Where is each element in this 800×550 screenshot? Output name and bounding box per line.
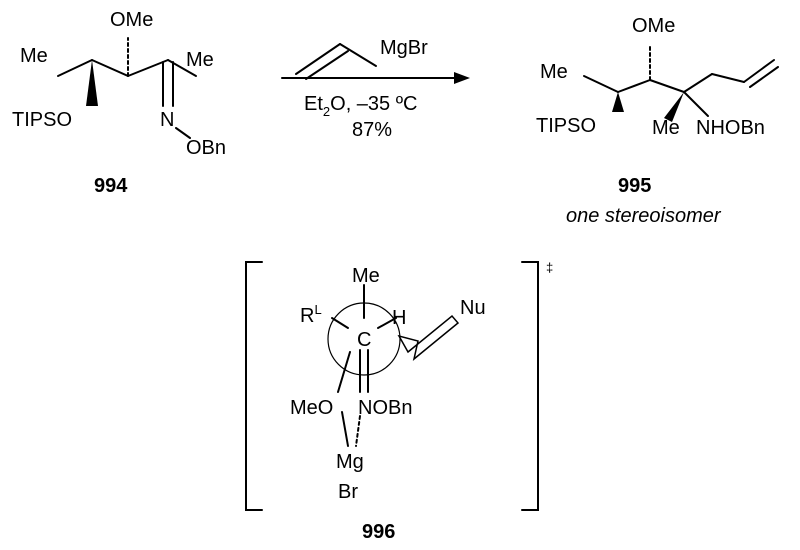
ts-h-label: H bbox=[392, 307, 406, 329]
compound-994: OMe Me Me TIPSO N OBn 994 bbox=[12, 9, 226, 197]
left-bracket bbox=[245, 261, 263, 511]
product-tipso-label: TIPSO bbox=[536, 115, 596, 137]
ts-c-label: C bbox=[357, 329, 371, 351]
me-left-label: Me bbox=[20, 45, 48, 67]
compound-number-996: 996 bbox=[362, 521, 395, 543]
product-me-left-label: Me bbox=[540, 61, 568, 83]
conditions-text: Et2O, –35 ºC bbox=[304, 93, 417, 119]
product-me-quat-label: Me bbox=[652, 117, 680, 139]
stereo-note: one stereoisomer bbox=[566, 205, 722, 227]
reaction-arrow: MgBr Et2O, –35 ºC 87% bbox=[281, 37, 470, 141]
ts-rl-label: RL bbox=[300, 302, 322, 327]
product-nhobn-label: NHOBn bbox=[696, 117, 765, 139]
ome-label: OMe bbox=[110, 9, 153, 31]
transition-state-996: ‡ Me RL H Nu C MeO NOBn Mg Br 996 bbox=[245, 260, 553, 543]
n-label: N bbox=[160, 109, 174, 131]
dagger-symbol: ‡ bbox=[546, 260, 553, 275]
ts-mg-label: Mg bbox=[336, 451, 364, 473]
ts-meo-label: MeO bbox=[290, 397, 333, 419]
ts-br-label: Br bbox=[338, 481, 358, 503]
mgbr-label: MgBr bbox=[380, 37, 428, 59]
compound-number-994: 994 bbox=[94, 175, 128, 197]
ts-nu-label: Nu bbox=[460, 297, 486, 319]
me-right-label: Me bbox=[186, 49, 214, 71]
compound-995: OMe Me TIPSO Me NHOBn 995 one stereoisom… bbox=[536, 15, 779, 227]
right-bracket bbox=[521, 261, 539, 511]
yield-text: 87% bbox=[352, 119, 392, 141]
tipso-label: TIPSO bbox=[12, 109, 72, 131]
obn-label: OBn bbox=[186, 137, 226, 159]
ts-me-label: Me bbox=[352, 265, 380, 287]
ts-nobn-label: NOBn bbox=[358, 397, 412, 419]
product-ome-label: OMe bbox=[632, 15, 675, 37]
nucleophile-approach-arrow bbox=[397, 314, 460, 361]
compound-number-995: 995 bbox=[618, 175, 651, 197]
